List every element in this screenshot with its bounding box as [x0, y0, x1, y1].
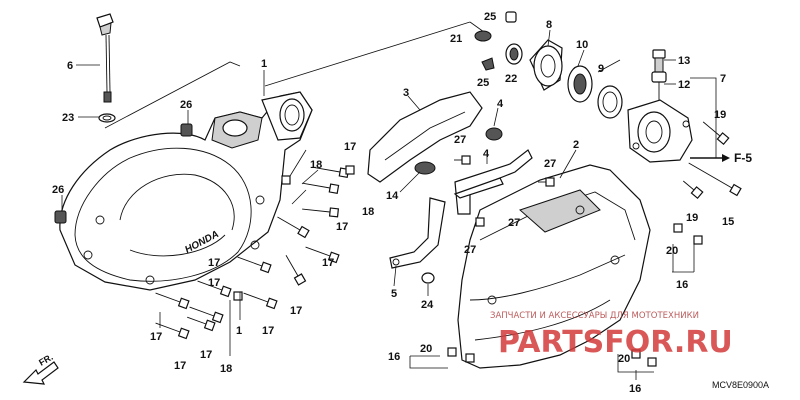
callout-18: 18	[220, 363, 232, 375]
callout-10: 10	[576, 39, 588, 51]
callout-23: 23	[62, 112, 74, 124]
callout-27: 27	[508, 217, 520, 229]
callout-25: 25	[484, 11, 496, 23]
callout-17: 17	[336, 221, 348, 233]
callout-17: 17	[200, 349, 212, 361]
bolt-set	[155, 121, 742, 367]
seal-ring-part	[597, 85, 623, 119]
callout-24: 24	[421, 299, 434, 311]
grommet-part	[414, 127, 503, 175]
callout-27: 27	[464, 244, 476, 256]
callout-21: 21	[450, 33, 462, 45]
watermark: ЗАПЧАСТИ И АКСЕССУАРЫ ДЛЯ МОТОТЕХНИКИ PA…	[490, 311, 733, 360]
callout-17: 17	[262, 325, 274, 337]
direction-label: F-5	[734, 151, 752, 165]
callout-26: 26	[180, 99, 192, 111]
callout-4: 4	[483, 148, 490, 160]
callout-18: 18	[310, 159, 322, 171]
callout-22: 22	[505, 73, 517, 85]
callout-17: 17	[150, 331, 162, 343]
callout-3: 3	[403, 87, 409, 99]
callout-2: 2	[573, 139, 579, 151]
callout-27: 27	[454, 134, 466, 146]
damper-rubber-part	[474, 11, 523, 71]
bracket-part	[453, 149, 533, 215]
oil-seal-part	[567, 65, 593, 103]
rear-cover-part	[457, 164, 651, 369]
callout-25: 25	[477, 77, 489, 89]
callout-8: 8	[546, 19, 552, 31]
callout-17: 17	[208, 277, 220, 289]
sensor-part	[651, 49, 667, 100]
callout-13: 13	[678, 55, 690, 67]
housing-part	[627, 99, 693, 163]
dipstick-part	[96, 13, 114, 103]
collar-part	[421, 272, 435, 284]
callout-27: 27	[544, 158, 556, 170]
bearing-part	[529, 39, 563, 91]
callout-5: 5	[391, 288, 397, 300]
callout-4: 4	[497, 98, 504, 110]
callout-26: 26	[52, 184, 64, 196]
callout-16: 16	[629, 383, 641, 395]
callout-14: 14	[386, 190, 399, 202]
f5-arrow	[690, 154, 730, 162]
callout-17: 17	[322, 257, 334, 269]
callout-19: 19	[686, 212, 698, 224]
callout-18: 18	[362, 206, 374, 218]
diagram-code: MCV8E0900A	[712, 380, 769, 390]
leader-lines	[61, 29, 717, 380]
callout-6: 6	[67, 60, 73, 72]
watermark-brand: PARTSFOR.RU	[498, 325, 733, 360]
callout-9: 9	[598, 63, 604, 75]
callout-17: 17	[344, 141, 356, 153]
callout-20: 20	[420, 343, 432, 355]
upper-cover-part	[367, 91, 483, 183]
callout-17: 17	[208, 257, 220, 269]
assembly-frame-lines	[104, 21, 485, 129]
callout-15: 15	[722, 216, 734, 228]
callout-12: 12	[678, 79, 690, 91]
front-arrow-icon	[22, 361, 59, 385]
o-ring-part	[98, 113, 116, 123]
callout-20: 20	[618, 353, 630, 365]
callout-7: 7	[720, 73, 726, 85]
callout-17: 17	[174, 360, 186, 372]
callout-labels: 1 1 2 3 4 4 5 6 7 8 9 10 12 13 14 15 16 …	[52, 11, 734, 395]
callout-19: 19	[714, 109, 726, 121]
callout-1: 1	[261, 58, 267, 70]
callout-1: 1	[236, 325, 242, 337]
plug-part	[54, 123, 193, 224]
watermark-tagline: ЗАПЧАСТИ И АКСЕССУАРЫ ДЛЯ МОТОТЕХНИКИ	[490, 311, 699, 321]
callout-16: 16	[388, 351, 400, 363]
left-crankcase-cover: HONDA	[59, 91, 313, 291]
callout-16: 16	[676, 279, 688, 291]
stay-part	[389, 197, 446, 269]
callout-17: 17	[290, 305, 302, 317]
callout-20: 20	[666, 245, 678, 257]
